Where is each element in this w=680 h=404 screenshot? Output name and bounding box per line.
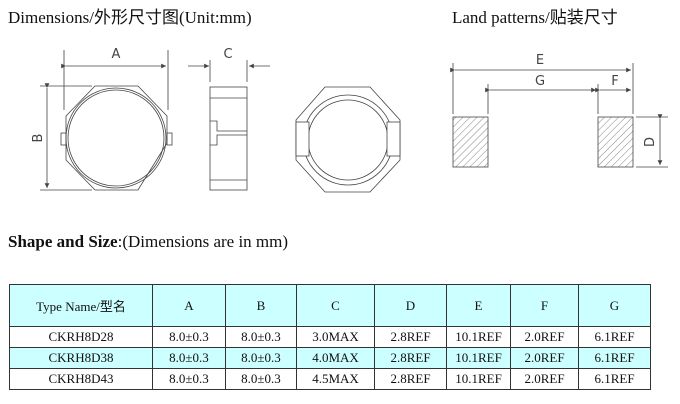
header-c: C — [296, 284, 375, 327]
cell: 8.0±0.3 — [152, 368, 226, 390]
cell: 10.1REF — [446, 326, 511, 348]
label-f: F — [611, 74, 618, 89]
cell: 2.0REF — [510, 368, 579, 390]
cell: 4.0MAX — [296, 347, 375, 369]
header-d: D — [374, 284, 447, 327]
header-type: Type Name/型名 — [9, 284, 153, 327]
cell: 8.0±0.3 — [152, 326, 226, 348]
cell: 10.1REF — [446, 347, 511, 369]
header-b: B — [225, 284, 297, 327]
header-g: G — [578, 284, 651, 327]
table-header: Type Name/型名 A B C D E F G — [9, 284, 651, 327]
dimensions-title: Dimensions/外形尺寸图(Unit:mm) — [8, 8, 252, 27]
cell: CKRH8D38 — [9, 347, 153, 369]
cell: 8.0±0.3 — [225, 326, 297, 348]
shape-size-note: :(Dimensions are in mm) — [117, 232, 289, 251]
cell: 8.0±0.3 — [152, 347, 226, 369]
label-c: C — [223, 47, 232, 62]
cell: 2.8REF — [374, 326, 447, 348]
land-pattern — [450, 63, 668, 168]
bottom-view — [295, 86, 401, 193]
cell: 4.5MAX — [296, 368, 375, 390]
label-b: B — [31, 134, 46, 143]
cell: 6.1REF — [578, 347, 651, 369]
cell: CKRH8D28 — [9, 326, 153, 348]
cell: 3.0MAX — [296, 326, 375, 348]
cell: 8.0±0.3 — [225, 368, 297, 390]
shape-size-title: Shape and Size:(Dimensions are in mm) — [8, 232, 288, 252]
cell: CKRH8D43 — [9, 368, 153, 390]
header-a: A — [152, 284, 226, 327]
cell: 2.0REF — [510, 347, 579, 369]
cell: 6.1REF — [578, 368, 651, 390]
side-view — [188, 60, 270, 191]
label-g: G — [535, 74, 545, 89]
cell: 2.8REF — [374, 368, 447, 390]
cell: 2.0REF — [510, 326, 579, 348]
cell: 10.1REF — [446, 368, 511, 390]
label-a: A — [112, 47, 121, 62]
cell: 2.8REF — [374, 347, 447, 369]
label-d: D — [643, 137, 658, 147]
label-e: E — [536, 53, 544, 68]
top-view — [40, 50, 173, 191]
header-f: F — [510, 284, 579, 327]
land-patterns-title: Land patterns/贴装尺寸 — [452, 8, 618, 27]
header-e: E — [446, 284, 511, 327]
dimension-drawings: A B C E G F D — [31, 47, 668, 193]
cell: 6.1REF — [578, 326, 651, 348]
cell: 8.0±0.3 — [225, 347, 297, 369]
shape-size-bold: Shape and Size — [8, 232, 118, 251]
